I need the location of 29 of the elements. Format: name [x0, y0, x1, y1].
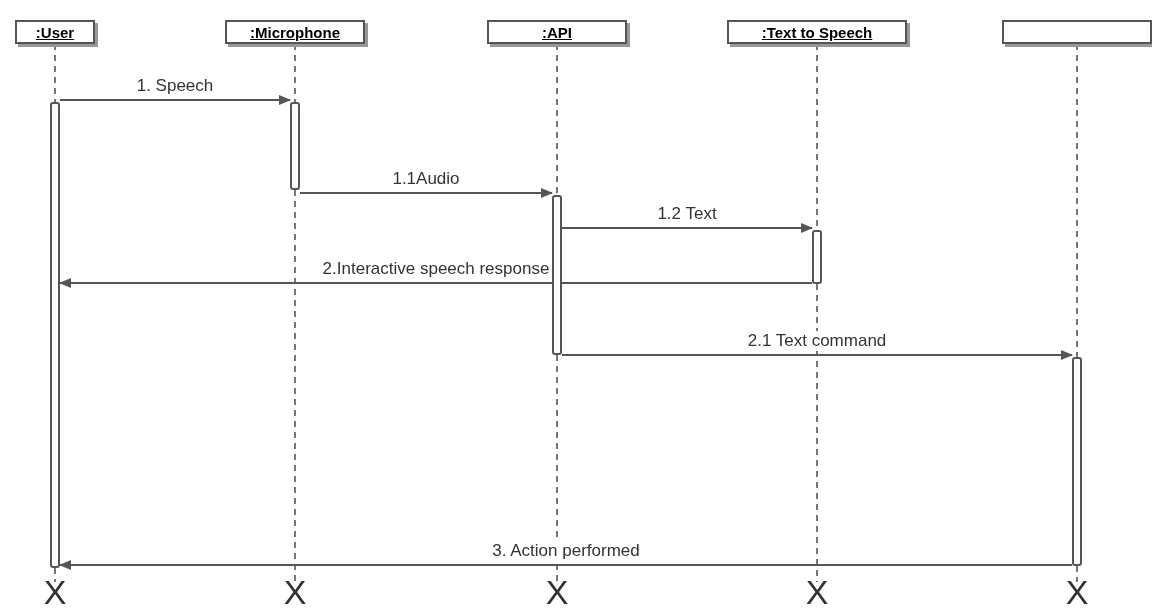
lifeline: [54, 567, 56, 583]
lifeline-head-box: [1002, 20, 1152, 44]
activation-bar: [50, 102, 60, 568]
lifeline-head-box: :Text to Speech: [727, 20, 907, 44]
destruction-mark: X: [283, 578, 307, 606]
edge-label: 3. Action performed: [490, 541, 642, 561]
activation-bar: [812, 230, 822, 284]
activation-bar: [290, 102, 300, 190]
lifeline: [294, 189, 296, 583]
destruction-mark: X: [805, 578, 829, 606]
lifeline-head-box: :User: [15, 20, 95, 44]
destruction-mark: X: [545, 578, 569, 606]
message-arrow: [59, 95, 291, 105]
lifeline-head-box: :Microphone: [225, 20, 365, 44]
message-arrow: [561, 350, 1073, 360]
destruction-mark: X: [1065, 578, 1089, 606]
lifeline: [1076, 565, 1078, 583]
destruction-mark: X: [43, 578, 67, 606]
message-arrow: [59, 278, 813, 288]
edge-label: 2.Interactive speech response: [320, 259, 552, 279]
edge-label: 2.1 Text command: [745, 331, 889, 351]
message-arrow: [561, 223, 813, 233]
lifeline-head-box: :API: [487, 20, 627, 44]
lifeline: [816, 283, 818, 583]
lifeline: [556, 354, 558, 583]
message-arrow: [299, 188, 553, 198]
activation-bar: [1072, 357, 1082, 566]
activation-bar: [552, 195, 562, 355]
message-arrow: [59, 560, 1073, 570]
